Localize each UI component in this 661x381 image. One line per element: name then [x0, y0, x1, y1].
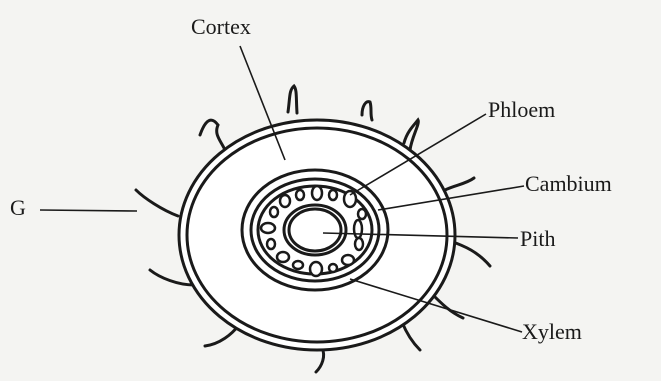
vascular-bundle — [329, 190, 337, 200]
vascular-bundle — [280, 195, 290, 207]
vascular-bundle — [358, 209, 366, 219]
vascular-bundle — [267, 239, 275, 249]
vascular-bundle — [354, 220, 362, 238]
root-hair — [362, 102, 372, 120]
root-hair — [445, 178, 474, 190]
vascular-bundle — [261, 223, 275, 233]
vascular-bundle — [270, 207, 278, 217]
root-hair — [316, 348, 324, 372]
leader-g — [40, 210, 137, 211]
root-hair — [288, 86, 297, 113]
root-hair — [205, 326, 238, 346]
root-hair — [200, 120, 224, 148]
vascular-bundle — [355, 238, 363, 250]
phloem-label: Phloem — [488, 99, 555, 121]
vascular-bundle — [277, 252, 289, 262]
vascular-bundle — [293, 261, 303, 269]
root-hair — [136, 190, 178, 216]
root-hair — [402, 322, 420, 350]
vascular-bundle — [342, 255, 354, 265]
vascular-bundle — [296, 190, 304, 200]
vascular-bundle — [310, 262, 322, 276]
cambium-label: Cambium — [525, 173, 612, 195]
g-label: G — [10, 197, 26, 219]
vascular-bundle — [329, 264, 337, 272]
vascular-bundle — [312, 186, 322, 200]
cortex-label: Cortex — [191, 16, 251, 38]
pith-label: Pith — [520, 228, 555, 250]
xylem-label: Xylem — [522, 321, 582, 343]
